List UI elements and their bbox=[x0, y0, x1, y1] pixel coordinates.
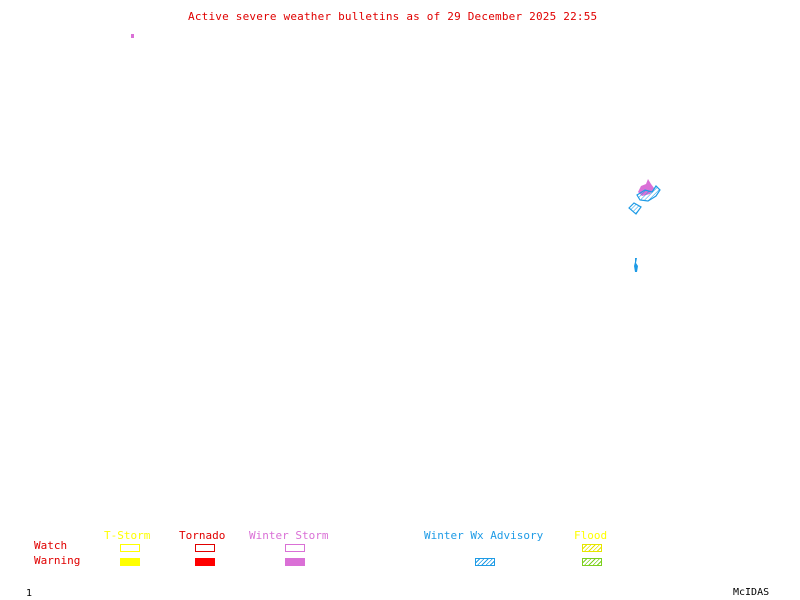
legend-row-warning: Warning bbox=[34, 554, 81, 567]
winter-advisory-area-ne-2 bbox=[628, 202, 642, 215]
legend-flood-warning-swatch bbox=[582, 558, 602, 566]
legend-tornado-watch-swatch bbox=[195, 544, 215, 552]
winter-storm-warning-area-nw bbox=[131, 34, 134, 38]
frame-number: 1 bbox=[26, 588, 33, 599]
legend-winter-storm-label: Winter Storm bbox=[249, 529, 329, 542]
legend-tornado-label: Tornado bbox=[179, 529, 226, 542]
legend-flood-label: Flood bbox=[574, 529, 608, 542]
legend-tstorm-warning-swatch bbox=[120, 558, 140, 566]
bulletin-title: Active severe weather bulletins as of 29… bbox=[188, 10, 598, 23]
ne-bulletin-cluster bbox=[628, 179, 661, 215]
legend-tornado-warning-swatch bbox=[195, 558, 215, 566]
legend-flood-watch-swatch bbox=[582, 544, 602, 552]
legend-winter-storm-warning-swatch bbox=[285, 558, 305, 566]
legend-row-watch: Watch bbox=[34, 539, 68, 552]
legend-winter-advisory-label: Winter Wx Advisory bbox=[424, 529, 544, 542]
mcidas-label: McIDAS bbox=[733, 587, 770, 598]
legend-tstorm-label: T-Storm bbox=[104, 529, 151, 542]
legend-tstorm-watch-swatch bbox=[120, 544, 140, 552]
winter-advisory-area-ne-1 bbox=[636, 185, 661, 202]
legend-winter-advisory-swatch bbox=[475, 558, 495, 566]
legend-winter-storm-watch-swatch bbox=[285, 544, 305, 552]
winter-advisory-area-coast bbox=[634, 258, 638, 272]
